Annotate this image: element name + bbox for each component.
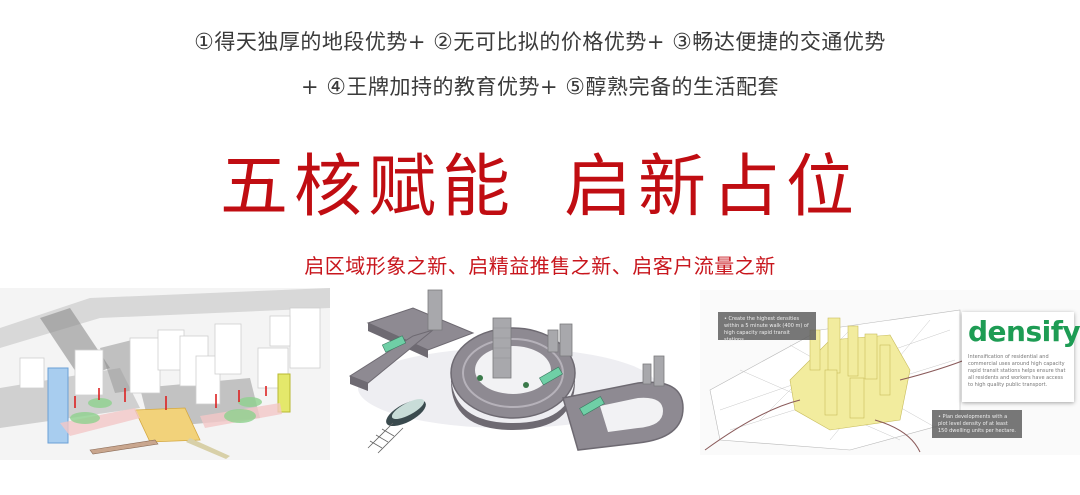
density-callout-1: • Create the highest densities within a … [718,312,816,343]
plus-separator: + [646,30,665,54]
advantage-transport: 畅达便捷的交通优势 [692,30,886,54]
advantage-location: 得天独厚的地段优势 [214,30,408,54]
headline-part-1: 五核赋能 [219,148,516,227]
advantages-line-1: ①得天独厚的地段优势+ ②无可比拟的价格优势+ ③畅达便捷的交通优势 [160,28,920,57]
advantages-text: ①得天独厚的地段优势+ ②无可比拟的价格优势+ ③畅达便捷的交通优势 + ④王牌… [0,28,1080,102]
advantage-price: 无可比拟的价格优势 [453,30,647,54]
plus-separator: + [540,75,559,99]
illustration-strip: • Create the highest densities within a … [0,278,1080,464]
number-1-icon: ① [194,30,215,55]
number-4-icon: ④ [326,75,347,100]
headline: 五核赋能启新占位 [0,143,1080,233]
advantage-living: 醇熟完备的生活配套 [585,75,780,99]
density-callout-2: • Plan developments with a plot level de… [932,410,1022,438]
advantage-education: 王牌加持的教育优势 [346,75,540,99]
densify-diagram-image: • Create the highest densities within a … [700,290,1080,455]
tod-rail-illustration [338,278,688,463]
densify-title: densify [968,315,1080,348]
number-5-icon: ⑤ [565,75,586,100]
plus-separator: + [300,75,320,99]
urban-model-image [0,288,330,460]
urban-model-illustration [0,288,330,460]
number-2-icon: ② [433,30,454,55]
densify-description: Intensification of residential and comme… [968,354,1066,388]
advantages-line-2: + ④王牌加持的教育优势+ ⑤醇熟完备的生活配套 [0,73,1080,102]
subheadline: 启区域形象之新、启精益推售之新、启客户流量之新 [304,254,776,278]
tod-illustration-image [338,278,688,463]
plus-separator: + [407,30,426,54]
headline-part-2: 启新占位 [564,148,861,227]
number-3-icon: ③ [672,30,693,55]
densify-card: densify Intensification of residential a… [962,312,1080,402]
